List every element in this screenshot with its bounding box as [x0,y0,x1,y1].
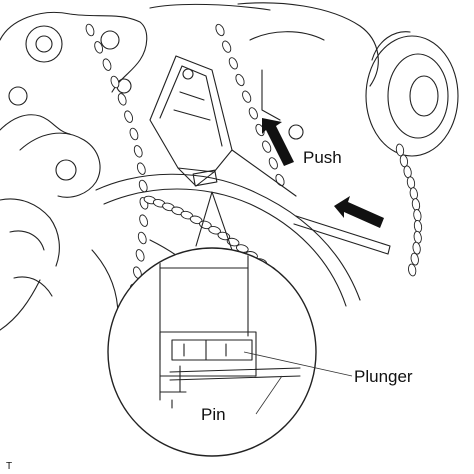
timing-chain-right [215,23,423,277]
chain-link [411,198,421,211]
chain-link [215,23,225,37]
chain-link [262,140,272,153]
chain-link [268,157,278,170]
chain-link [208,225,221,235]
engine-housing [0,11,148,331]
chain-tensioner [149,55,297,197]
push-arrow-side-icon [334,196,384,228]
chain-link [137,231,147,245]
chain-link [413,219,423,233]
push-label: Push [303,148,342,167]
leader-lines [243,351,353,415]
chain-link [117,93,127,106]
chain-link [242,90,252,103]
chain-link [222,40,232,53]
chain-link [124,110,133,123]
chain-link [133,145,143,158]
chain-link [135,249,145,262]
chain-link [85,23,95,37]
corner-mark: T [6,461,12,472]
detail-callout-pointer [195,191,233,251]
chain-link [248,107,258,120]
chain-link [102,58,112,71]
pin-label: Pin [201,405,226,424]
chain-link [235,73,245,87]
plunger-label: Plunger [354,367,413,386]
chain-link [409,187,418,201]
chain-link [136,162,146,175]
chain-link [406,176,416,190]
chain-link [408,263,417,277]
right-sprocket [365,31,459,157]
pin-tool [293,215,391,255]
chain-link [138,179,148,193]
push-arrow-up-icon [262,118,294,166]
chain-link [228,57,238,70]
chain-link [410,252,419,266]
camshaft-sprocket [149,2,379,140]
chain-link [129,127,139,141]
chain-link [110,75,120,89]
chain-link [139,214,148,227]
chain-link [94,41,104,54]
chain-link [413,230,422,244]
detail-magnifier [107,247,317,457]
chain-link [412,241,421,255]
